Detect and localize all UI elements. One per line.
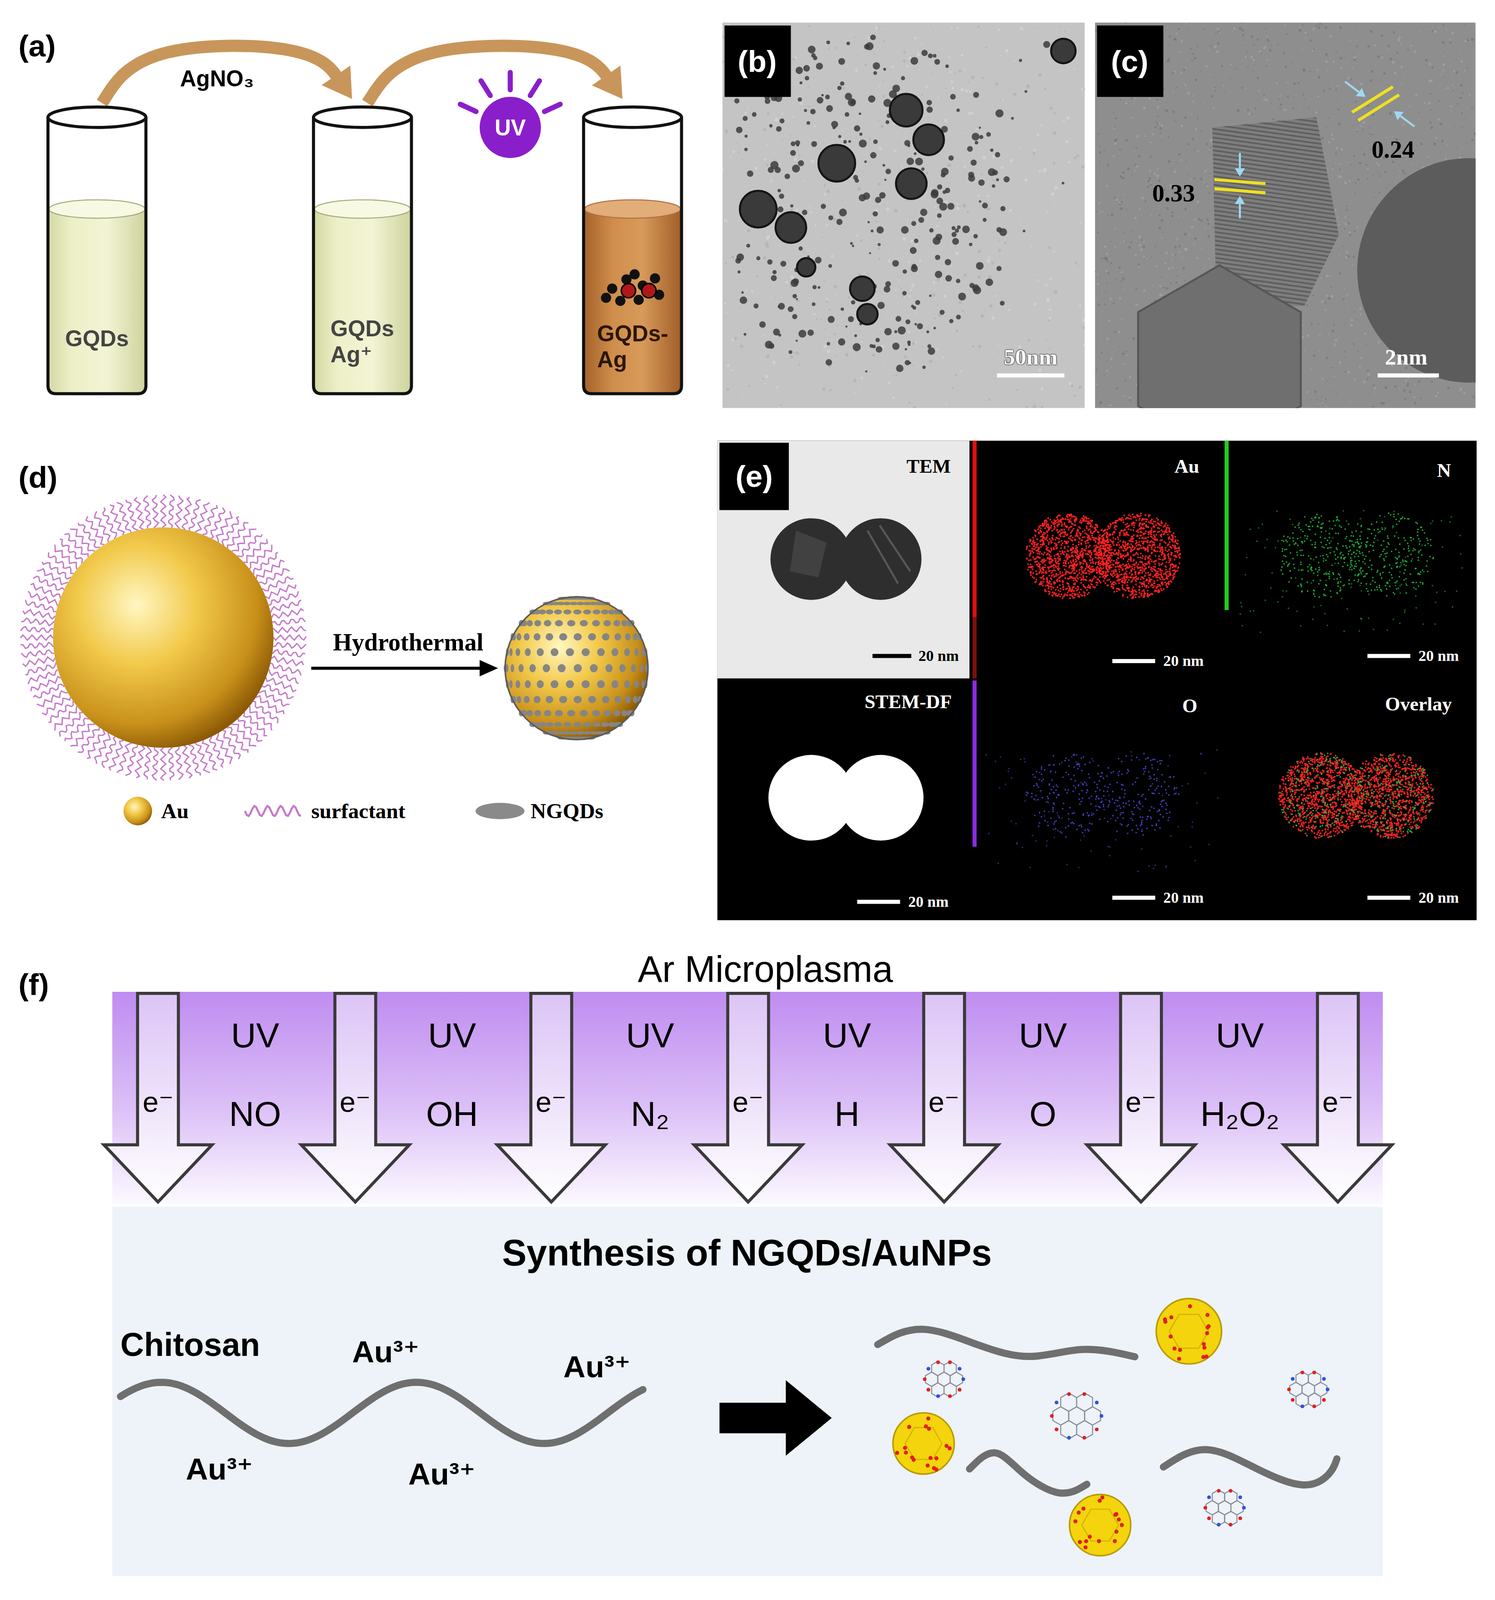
- figure: GQDsGQDs Ag⁺UVGQDs- AgAr Microplasmae⁻e⁻…: [0, 0, 1495, 1600]
